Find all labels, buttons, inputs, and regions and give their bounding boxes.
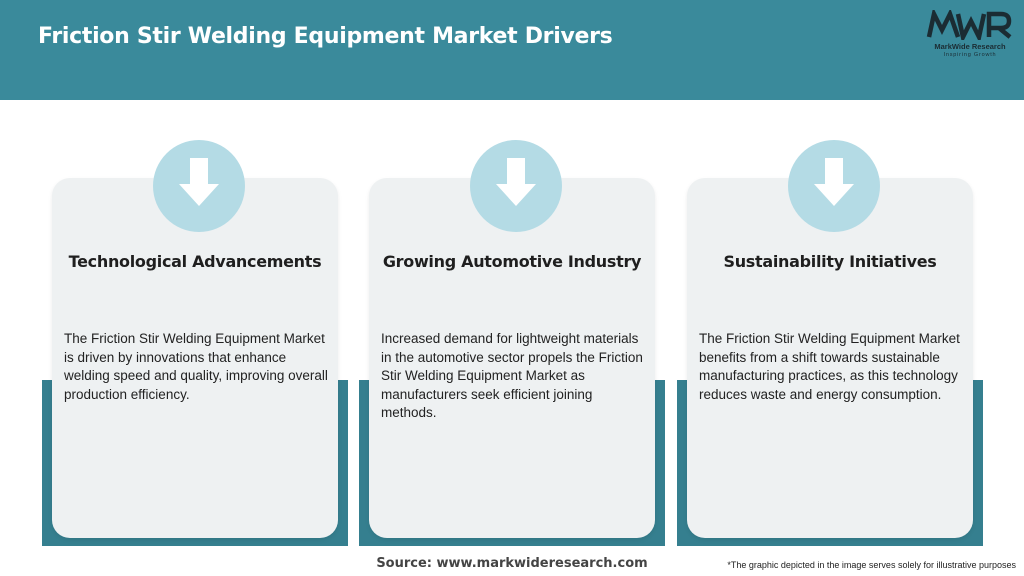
card-panel: Technological Advancements The Friction … [52, 140, 338, 538]
driver-card-1: Technological Advancements The Friction … [42, 140, 348, 546]
card-title: Sustainability Initiatives [723, 252, 937, 271]
icon-circle [788, 140, 880, 232]
down-arrow-icon [496, 158, 536, 206]
brand-logo[interactable]: MarkWide Research Inspiring Growth [920, 10, 1020, 62]
card-description: The Friction Stir Welding Equipment Mark… [699, 331, 960, 402]
logo-tagline: Inspiring Growth [943, 52, 997, 58]
card-title: Growing Automotive Industry [382, 252, 642, 271]
icon-circle [470, 140, 562, 232]
logo-name: MarkWide Research [934, 42, 1006, 51]
card-panel: Growing Automotive Industry Increased de… [369, 140, 655, 538]
card-description: Increased demand for lightweight materia… [381, 331, 643, 420]
card-title: Technological Advancements [68, 252, 322, 271]
disclaimer-note: *The graphic depicted in the image serve… [727, 560, 1016, 570]
card-panel: Sustainability Initiatives The Friction … [687, 140, 973, 538]
driver-card-2: Growing Automotive Industry Increased de… [359, 140, 665, 546]
mwr-logo-icon [926, 10, 1012, 40]
down-arrow-icon [814, 158, 854, 206]
driver-card-3: Sustainability Initiatives The Friction … [677, 140, 983, 546]
source-credit: Source: www.markwideresearch.com [376, 556, 648, 571]
icon-circle [153, 140, 245, 232]
card-description: The Friction Stir Welding Equipment Mark… [64, 331, 328, 402]
down-arrow-icon [179, 158, 219, 206]
page-title: Friction Stir Welding Equipment Market D… [38, 24, 613, 49]
header-banner: Friction Stir Welding Equipment Market D… [0, 0, 1024, 100]
